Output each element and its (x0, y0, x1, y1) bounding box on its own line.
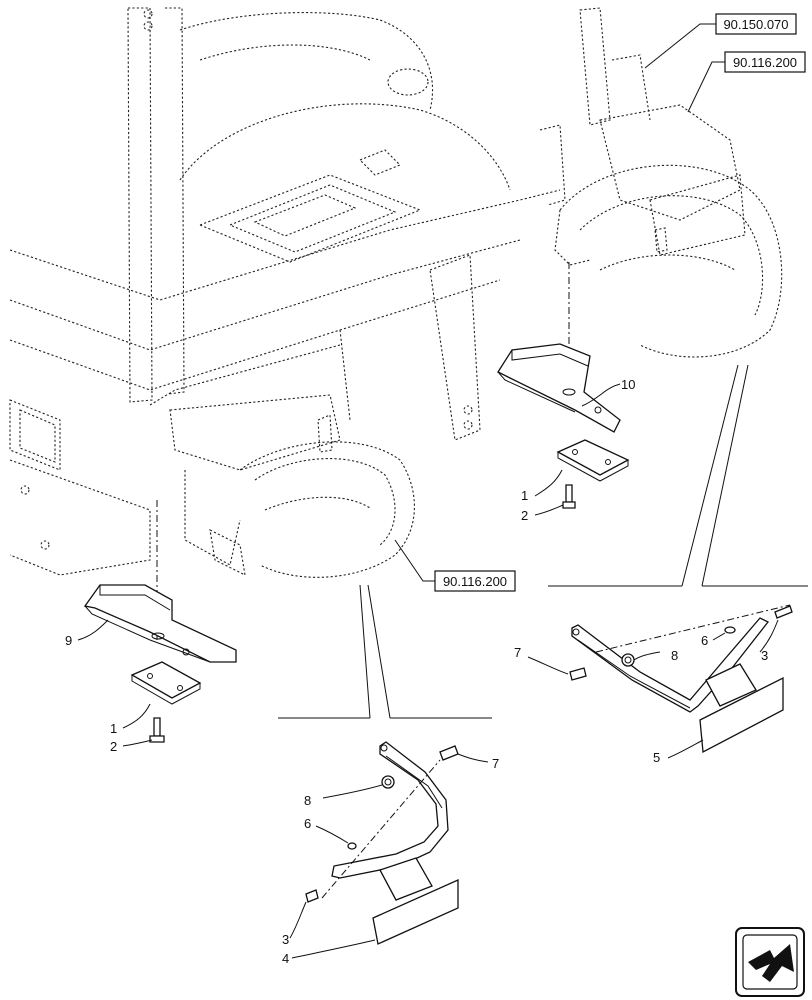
leader-10 (581, 383, 621, 407)
part-2-bolt-upper (565, 484, 573, 503)
part-8-nut-bottom (381, 775, 395, 789)
leader-2-lower (122, 739, 153, 747)
reference-90-116-200-bottom[interactable]: 90.116.200 (394, 539, 516, 592)
mudguard-bracket-right (571, 617, 770, 713)
part-7-bolt-right (569, 667, 587, 681)
callout-3: 3 (282, 932, 289, 947)
part-8-nut-right (621, 653, 635, 667)
part-3-bolt-bottom (305, 889, 319, 903)
callout-5: 5 (653, 750, 660, 765)
leader-2-upper (534, 504, 564, 516)
tractor-body-ghost (9, 7, 783, 578)
part-4-mudflap (372, 878, 459, 945)
reference-90-116-200-top[interactable]: 90.116.200 (687, 51, 806, 113)
part-1-plate-upper (556, 439, 630, 476)
leader-9 (77, 619, 109, 641)
next-page-arrow-icon[interactable] (735, 927, 805, 997)
callout-1: 1 (521, 488, 528, 503)
callout-6: 6 (701, 633, 708, 648)
part-10-bracket-group: 10 1 2 (497, 262, 635, 523)
part-10-bracket (497, 343, 621, 433)
part-6-spacer-right (724, 626, 736, 634)
callout-10: 10 (621, 377, 635, 392)
callout-8: 8 (304, 793, 311, 808)
callout-6: 6 (304, 816, 311, 831)
mudguard-bracket-bottom (331, 741, 449, 879)
part-9-bracket-group: 9 1 2 (65, 500, 237, 754)
reference-90-150-070[interactable]: 90.150.070 (644, 13, 797, 69)
reference-label: 90.116.200 (733, 55, 797, 70)
part-3-bolt-right (774, 605, 793, 619)
part-7-bolt-bottom (439, 745, 459, 761)
detail-view-right: 6 3 7 8 5 (514, 364, 808, 765)
callout-4: 4 (282, 951, 289, 966)
callout-2: 2 (110, 739, 117, 754)
part-5-mudflap (699, 676, 784, 754)
detail-view-bottom: 7 8 6 3 4 (278, 584, 499, 966)
reference-label: 90.150.070 (723, 17, 788, 32)
callout-2: 2 (521, 508, 528, 523)
callout-1: 1 (110, 721, 117, 736)
callout-7: 7 (514, 645, 521, 660)
callout-7: 7 (492, 756, 499, 771)
part-2-bolt-lower (153, 717, 161, 737)
callout-3: 3 (761, 648, 768, 663)
callout-8: 8 (671, 648, 678, 663)
part-9-bracket (83, 584, 237, 663)
leader-1-upper (534, 469, 563, 497)
callout-9: 9 (65, 633, 72, 648)
part-1-plate-lower (130, 661, 202, 699)
leader-1-lower (122, 703, 151, 729)
reference-label: 90.116.200 (443, 574, 507, 589)
part-6-spacer-bottom (347, 842, 357, 850)
